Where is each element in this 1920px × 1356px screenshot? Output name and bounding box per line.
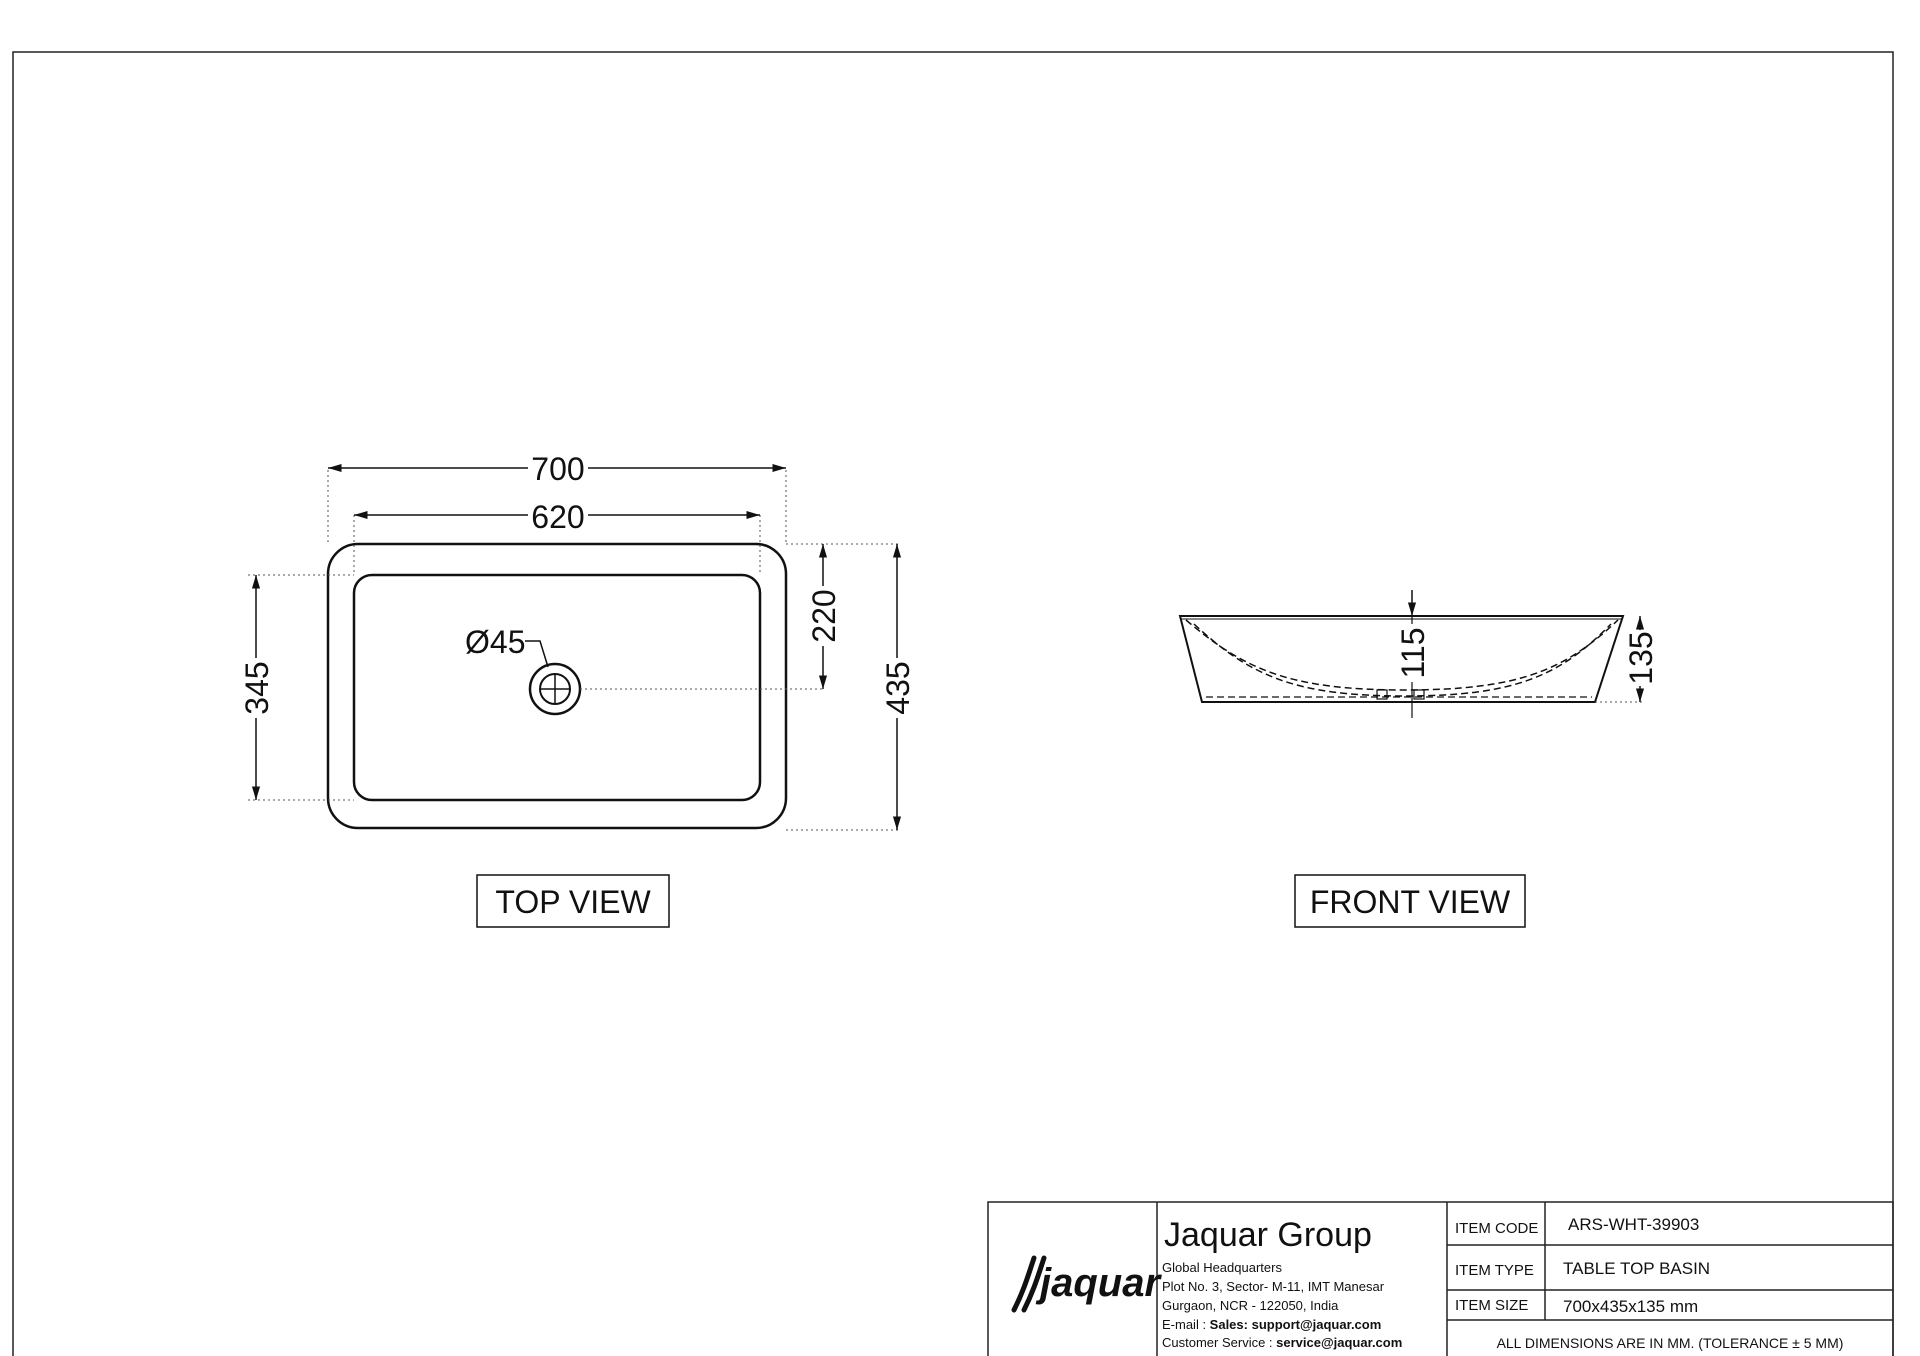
item-size-label: ITEM SIZE (1455, 1297, 1528, 1314)
service-label: Customer Service : (1162, 1335, 1276, 1350)
item-code-value: ARS-WHT-39903 (1568, 1215, 1699, 1234)
title-block: jaquar Jaquar Group Global Headquarters … (987, 1201, 1894, 1356)
email-label: E-mail : (1162, 1317, 1210, 1332)
dim-435-text: 435 (880, 661, 916, 714)
basin-hidden-bowl (1185, 619, 1619, 691)
dimensions-note: ALL DIMENSIONS ARE IN MM. (TOLERANCE ± 5… (1497, 1335, 1844, 1351)
address-line-3: Gurgaon, NCR - 122050, India (1162, 1298, 1339, 1313)
front-view: 115 135 FRONT VIEW (1178, 590, 1659, 928)
drain-hole (528, 662, 582, 716)
address-line-2: Plot No. 3, Sector- M-11, IMT Manesar (1162, 1279, 1385, 1294)
top-view: 700 620 Ø45 345 435 220 TOP VIEW (239, 448, 916, 928)
logo-wordmark: jaquar (1035, 1261, 1162, 1305)
front-view-label-box (1294, 874, 1526, 928)
item-type-label: ITEM TYPE (1455, 1262, 1534, 1279)
basin-inner-outline (352, 573, 762, 802)
email-value[interactable]: Sales: support@jaquar.com (1210, 1317, 1382, 1332)
dim-220-text: 220 (806, 589, 842, 642)
dim-115-text: 115 (1395, 627, 1431, 678)
service-line: Customer Service : service@jaquar.com (1162, 1335, 1402, 1350)
email-line: E-mail : Sales: support@jaquar.com (1162, 1317, 1381, 1332)
top-view-label: TOP VIEW (495, 884, 651, 920)
item-type-value: TABLE TOP BASIN (1563, 1259, 1710, 1278)
dim-135-text: 135 (1623, 631, 1659, 684)
item-code-label: ITEM CODE (1455, 1220, 1538, 1237)
basin-outer-outline (326, 542, 788, 830)
dim-drain-diameter-text: Ø45 (465, 624, 525, 660)
top-view-label-box (476, 874, 670, 928)
dim-620-text: 620 (531, 499, 584, 535)
dim-345-text: 345 (239, 661, 275, 714)
front-view-label: FRONT VIEW (1310, 884, 1511, 920)
service-value[interactable]: service@jaquar.com (1276, 1335, 1402, 1350)
dim-700-text: 700 (531, 451, 584, 487)
drawing-border (12, 51, 1894, 1356)
jaquar-logo: jaquar (1011, 1255, 1162, 1313)
address-line-1: Global Headquarters (1162, 1260, 1282, 1275)
company-name: Jaquar Group (1164, 1216, 1372, 1254)
item-size-value: 700x435x135 mm (1563, 1297, 1698, 1316)
leader-drain-diameter (525, 640, 549, 668)
